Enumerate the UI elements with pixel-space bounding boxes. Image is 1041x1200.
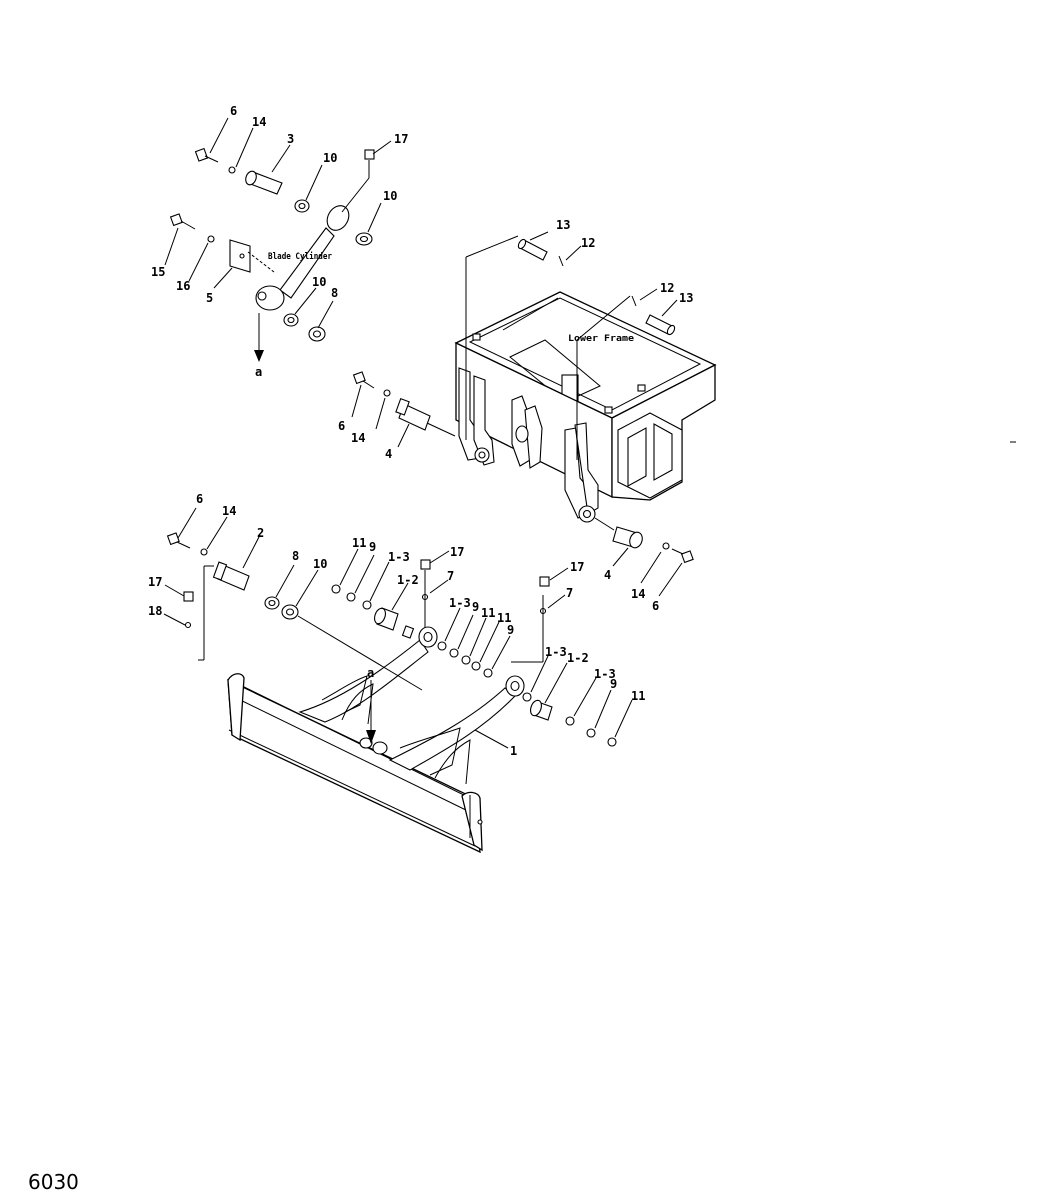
callout-17-top: 17 — [394, 132, 408, 146]
ring-part-9-left-c — [483, 668, 493, 678]
callout-11-left-b: 11 — [481, 606, 495, 620]
caption-lower-frame: Lower Frame — [568, 334, 635, 344]
bolt-part-6-lower — [166, 532, 180, 546]
ring-part-9-left-b — [449, 648, 459, 658]
callout-11-left-a: 11 — [352, 536, 366, 550]
cylinder-mount-pivot — [372, 741, 388, 755]
callout-9-right: 9 — [610, 677, 617, 691]
callout-11-left-c: 11 — [497, 611, 511, 625]
callout-4-left: 4 — [385, 447, 392, 461]
seal-part-11-left-a — [331, 584, 341, 594]
seal-part-11-right — [607, 737, 617, 747]
bolt-part-15 — [169, 213, 196, 230]
callout-1-3-left-a: 1-3 — [388, 550, 410, 564]
grease-fitting-part-17-mid — [420, 559, 431, 570]
bolt-part-6-top — [194, 147, 219, 163]
callout-14-mid: 14 — [351, 431, 365, 445]
bushing-part-1-2-left — [374, 607, 399, 631]
callout-8-top: 8 — [331, 286, 338, 300]
callout-1-2-left: 1-2 — [397, 573, 419, 587]
callout-10-lower: 10 — [313, 557, 327, 571]
grease-fitting-part-17-right — [539, 576, 550, 587]
blade-push-arm-left — [298, 639, 429, 725]
blade-cylinder-body — [255, 205, 350, 311]
bushing-part-1-3-right-b — [565, 716, 575, 726]
pin-part-3-top — [245, 170, 283, 195]
callout-4-right: 4 — [604, 568, 611, 582]
clip-part-12-left — [558, 255, 564, 267]
callout-11-right: 11 — [631, 689, 645, 703]
bolt-part-6-right — [680, 550, 694, 564]
washer-part-14-top — [228, 166, 236, 174]
seal-part-11-left-c — [471, 661, 481, 671]
page-number: 6030 — [28, 1170, 79, 1194]
dozer-blade-group — [163, 507, 633, 854]
callout-6-right: 6 — [652, 599, 659, 613]
lower-frame-assembly — [351, 231, 1016, 597]
seal-part-11-left-b — [461, 655, 471, 665]
frame-bracket-left — [458, 367, 495, 466]
caption-blade-cylinder: Blade Cylinder — [268, 251, 332, 262]
pin-part-2 — [212, 561, 250, 591]
blade-push-arm-right — [388, 687, 516, 785]
callout-1-3-right-a: 1-3 — [545, 645, 567, 659]
frame-bracket-middle — [511, 395, 543, 469]
callout-16: 16 — [176, 279, 190, 293]
clip-part-12-right — [631, 295, 637, 307]
callout-10-top-c: 10 — [312, 275, 326, 289]
callout-14-right: 14 — [631, 587, 645, 601]
washer-part-14-lower — [200, 548, 208, 556]
callout-10-top-b: 10 — [383, 189, 397, 203]
pin-part-4-left — [395, 398, 456, 437]
callout-labels: 6 14 3 10 17 10 15 16 5 10 8 a Blade Cyl… — [148, 104, 693, 758]
callout-13-left: 13 — [556, 218, 570, 232]
callout-2: 2 — [257, 526, 264, 540]
washer-part-14-mid — [383, 389, 391, 397]
callout-17-mid: 17 — [450, 545, 464, 559]
callout-7-left: 7 — [447, 569, 454, 583]
callout-1-2-right: 1-2 — [567, 651, 589, 665]
callout-1-3-right-b: 1-3 — [594, 667, 616, 681]
ring-part-9-right — [586, 728, 596, 738]
callout-9-left-b: 9 — [472, 600, 479, 614]
callout-14-lower: 14 — [222, 504, 236, 518]
bushing-part-1-2-right — [530, 699, 553, 721]
callout-3: 3 — [287, 132, 294, 146]
callout-15: 15 — [151, 265, 165, 279]
callout-12-left: 12 — [581, 236, 595, 250]
bolt-part-6-mid — [352, 371, 366, 385]
washer-part-16 — [207, 235, 215, 243]
callout-a-lower: a — [367, 666, 374, 680]
callout-17-right: 17 — [570, 560, 584, 574]
ring-part-9-left-a — [346, 592, 356, 602]
callout-9-left-c: 9 — [507, 623, 514, 637]
callout-10-top-a: 10 — [323, 151, 337, 165]
pin-part-4-right — [594, 517, 643, 549]
callout-6-top: 6 — [230, 104, 237, 118]
callout-17-lower-left: 17 — [148, 575, 162, 589]
callout-a-top: a — [255, 365, 262, 379]
washer-part-14-right — [662, 542, 670, 550]
grease-fitting-part-17-lower-left — [183, 591, 194, 602]
callout-6-mid: 6 — [338, 419, 345, 433]
callout-7-right: 7 — [566, 586, 573, 600]
bushing-part-1-3-left-a — [362, 600, 372, 610]
callout-1-3-left-b: 1-3 — [449, 596, 471, 610]
callout-8-lower: 8 — [292, 549, 299, 563]
callout-18: 18 — [148, 604, 162, 618]
callout-14-top: 14 — [252, 115, 266, 129]
bushing-part-1-3-right-a — [522, 692, 532, 702]
plug-part-18 — [184, 621, 192, 629]
callout-5: 5 — [206, 291, 213, 305]
callout-12-right: 12 — [660, 281, 674, 295]
dozer-blade — [227, 673, 483, 854]
callout-13-right: 13 — [679, 291, 693, 305]
callout-9-left-a: 9 — [369, 540, 376, 554]
callout-6-lower: 6 — [196, 492, 203, 506]
callout-1: 1 — [510, 744, 517, 758]
blade-cylinder-group — [164, 117, 392, 362]
grease-fitting-part-17-top — [364, 149, 375, 160]
bushing-part-1-3-left-b — [437, 641, 447, 651]
